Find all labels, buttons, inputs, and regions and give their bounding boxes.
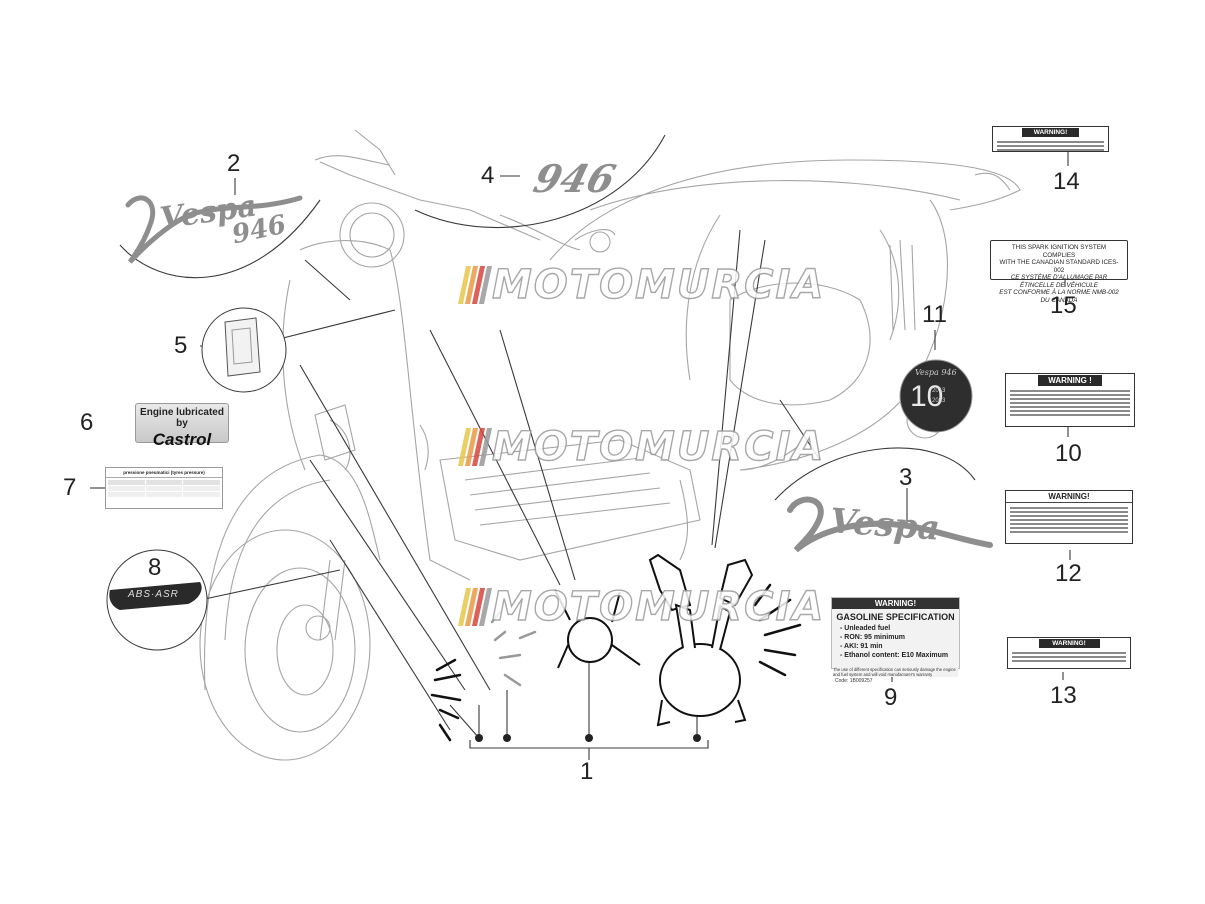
castrol-top-text: Engine lubricated by xyxy=(140,407,224,429)
callout-5[interactable]: 5 xyxy=(174,332,188,359)
callout-2[interactable]: 2 xyxy=(227,150,241,177)
gasoline-item-3: - AKI: 91 min xyxy=(840,643,883,650)
abs-asr-badge-shape xyxy=(109,582,202,610)
watermark-text: MOTOMURCIA xyxy=(491,423,826,470)
tyre-title: pressione pneumatici (tyres pressure) xyxy=(106,468,222,478)
scooter-outline xyxy=(199,129,1021,761)
decal-13-warning-label: WARNING! xyxy=(1007,637,1131,669)
canada-line-1: THIS SPARK IGNITION SYSTEM COMPLIES xyxy=(1011,244,1107,259)
castrol-brand-text: Castrol xyxy=(152,430,212,449)
canada-line-3: CE SYSTÈME D'ALLUMAGE PAR ÉTINCELLE DE V… xyxy=(1010,274,1108,289)
decal-7-tyre-pressure-label: pressione pneumatici (tyres pressure) xyxy=(105,467,223,509)
anniversary-small-text: Vespa 946 xyxy=(915,368,957,377)
anniversary-badge xyxy=(899,359,973,433)
callout-6[interactable]: 6 xyxy=(80,409,94,436)
bracket-dots xyxy=(475,734,701,742)
watermark-logo-bars xyxy=(457,588,493,626)
gasoline-item-1: - Unleaded fuel xyxy=(840,625,891,632)
callout-12[interactable]: 12 xyxy=(1055,560,1082,587)
watermark-text: MOTOMURCIA xyxy=(491,583,826,630)
gasoline-warning-title: WARNING! xyxy=(832,598,959,609)
decal-5-inner xyxy=(231,327,253,365)
decal-15-canada-ices-label: THIS SPARK IGNITION SYSTEM COMPLIES WITH… xyxy=(990,240,1128,304)
decal-9-gasoline-spec-label: WARNING! GASOLINE SPECIFICATION - Unlead… xyxy=(831,597,960,669)
callout-8[interactable]: 8 xyxy=(148,554,162,581)
vespa-script-decal xyxy=(787,496,993,553)
gasoline-item-4: - Ethanol content: E10 Maximum xyxy=(840,652,949,659)
rabbit-mascot-decals xyxy=(554,553,754,727)
callout-10[interactable]: 10 xyxy=(1055,440,1082,467)
watermark-text: MOTOMURCIA xyxy=(491,261,826,308)
anniversary-big-number: 10 xyxy=(910,380,944,413)
anniversary-year-start: 2013 xyxy=(932,388,946,394)
callout-1[interactable]: 1 xyxy=(580,758,594,785)
callout-14[interactable]: 14 xyxy=(1053,168,1080,195)
callout-11[interactable]: 11 xyxy=(922,301,947,328)
callout-9[interactable]: 9 xyxy=(884,684,898,711)
watermark-1: MOTOMURCIA xyxy=(457,261,826,309)
callout-4[interactable]: 4 xyxy=(481,162,495,189)
canada-line-2: WITH THE CANADIAN STANDARD ICES-002 xyxy=(999,259,1119,274)
callout-3[interactable]: 3 xyxy=(899,464,913,491)
decal-10-warning-label: WARNING ! xyxy=(1005,373,1135,427)
warning-title-13: WARNING! xyxy=(1038,639,1100,648)
warning-title-10: WARNING ! xyxy=(1038,375,1102,386)
gasoline-item-2: - RON: 95 minimum xyxy=(840,634,905,641)
callout-7[interactable]: 7 xyxy=(63,474,77,501)
watermark-3: MOTOMURCIA xyxy=(457,583,826,631)
callout-15[interactable]: 15 xyxy=(1050,292,1077,319)
gasoline-note: The use of different specification can s… xyxy=(833,667,958,677)
warning-title: WARNING! xyxy=(1021,128,1080,137)
decal-4-946-text: 946 xyxy=(528,156,621,201)
decal-6-castrol-sticker: Engine lubricated by Castrol xyxy=(135,403,229,449)
vespa-946-script-decal xyxy=(125,195,303,264)
anniversary-year-end: 2023 xyxy=(932,398,946,404)
abs-asr-text: ABS·ASR xyxy=(128,589,179,600)
warning-title-12: WARNING! xyxy=(1006,491,1132,503)
decal-14-warning-label: WARNING! xyxy=(992,126,1109,152)
watermark-logo-bars xyxy=(457,428,493,466)
decal-12-warning-label: WARNING! xyxy=(1005,490,1133,544)
callout-13[interactable]: 13 xyxy=(1050,682,1077,709)
sparkle-strokes xyxy=(430,583,802,742)
canada-line-4: EST CONFORME À LA NORME NMB-002 DU CANAD… xyxy=(999,289,1119,304)
gasoline-code: Code: 1B009257 xyxy=(835,678,873,684)
gasoline-title: GASOLINE SPECIFICATION xyxy=(836,612,955,622)
watermark-logo-bars xyxy=(457,266,493,304)
sparkle-strokes-grey xyxy=(490,610,537,687)
watermark-2: MOTOMURCIA xyxy=(457,423,826,471)
decal-3-vespa-text: Vespa xyxy=(828,501,942,549)
decal-5-plate xyxy=(224,317,261,377)
leader-lines xyxy=(90,134,1071,760)
